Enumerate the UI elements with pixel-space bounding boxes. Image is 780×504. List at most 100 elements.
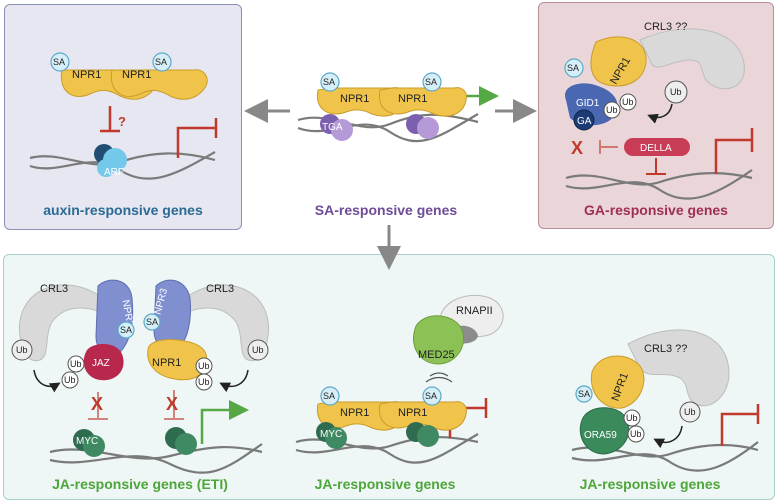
ub-protein [67, 355, 85, 373]
ub-protein [627, 425, 645, 443]
myc-label: MYC [320, 429, 342, 440]
npr1-label: NPR1 [152, 357, 181, 369]
ub-transfer-arrow [219, 369, 249, 393]
question-mark: ? [118, 114, 126, 129]
ub-label: Ub [622, 97, 634, 107]
crl3-label: CRL3 [206, 283, 234, 295]
rnapii-label: RNAPII [456, 305, 493, 317]
myc-protein [406, 422, 439, 447]
sa-label: SA [567, 63, 579, 73]
crl3-label: CRL3 [40, 283, 68, 295]
ora59-protein [579, 407, 630, 455]
med25-protein [413, 315, 464, 365]
sa-label: SA [146, 317, 158, 327]
ub-label: Ub [670, 87, 682, 97]
ga-gene-repression [714, 128, 754, 174]
della-represses-gene [646, 158, 666, 175]
ub-label: Ub [16, 345, 28, 355]
ub-protein [195, 373, 213, 391]
ub-label: Ub [198, 361, 210, 371]
caption-sa-genes: SA-responsive genes [314, 202, 458, 218]
caption-ja-eti-genes: JA-responsive genes (ETI) [52, 476, 228, 492]
caption-ja-ora-genes: JA-responsive genes [579, 476, 721, 492]
ub-label: Ub [606, 105, 618, 115]
sa-molecule [422, 72, 442, 92]
sa-molecule [320, 72, 340, 92]
myc-protein [316, 422, 347, 449]
ub-transfer-arrow [33, 369, 61, 393]
crl3-label: CRL3 ?? [644, 343, 687, 355]
signal-waves [425, 372, 453, 383]
auxin-gene-repression [176, 118, 218, 158]
ub-protein [603, 101, 621, 119]
tga-protein [406, 114, 439, 139]
dna-ga [565, 169, 753, 200]
sa-label: SA [323, 391, 335, 401]
caption-ja-med-genes: JA-responsive genes [314, 476, 456, 492]
sa-molecule [117, 321, 135, 339]
crl3-complex-left [11, 284, 114, 362]
npr1-dimer-auxin [60, 69, 208, 100]
sa-label: SA [323, 77, 335, 87]
arf-protein [94, 144, 127, 177]
npr1-label: NPR1 [398, 93, 427, 105]
tga-protein [320, 114, 353, 141]
della-protein [624, 138, 690, 156]
sa-molecule [152, 52, 172, 72]
npr1-dimer-med [316, 401, 467, 431]
sa-label: SA [120, 325, 132, 335]
npr1-ga [590, 36, 647, 87]
sa-label: SA [155, 57, 167, 67]
sa-label: SA [53, 57, 65, 67]
npr1-inhibits-arf [100, 106, 120, 133]
myc-label: MYC [76, 436, 98, 447]
npr1-inhibits-myc [164, 390, 184, 420]
ub-label: Ub [252, 345, 264, 355]
myc-protein [73, 429, 105, 457]
npr1-dimer-sa [316, 87, 467, 117]
ga-label: GA [577, 116, 592, 127]
cross-mark: X [571, 138, 583, 158]
sa-molecule [575, 385, 593, 403]
crl3-complex-ora [627, 329, 730, 423]
sa-molecule [143, 313, 161, 331]
sa-molecule [564, 58, 584, 78]
ub-label: Ub [64, 375, 76, 385]
med25-label: MED25 [418, 349, 455, 361]
sa-molecule [422, 386, 442, 406]
ora-gene-repression [720, 404, 760, 446]
npr1-label: NPR1 [398, 407, 427, 419]
sa-label: SA [425, 77, 437, 87]
jaz-label: JAZ [92, 358, 110, 369]
della-label: DELLA [640, 143, 672, 154]
npr1-ora [590, 355, 645, 409]
crl3-complex-ga [639, 28, 745, 104]
gid1-label: GID1 [576, 98, 600, 109]
npr1-label: NPR1 [340, 93, 369, 105]
npr1-label: NPR1 [72, 69, 101, 81]
caption-auxin-genes: auxin-responsive genes [43, 202, 203, 218]
ora59-label: ORA59 [584, 430, 617, 441]
auxin-panel [4, 4, 242, 230]
arf-label: ARF [104, 167, 124, 178]
crl3-complex-right [174, 284, 269, 362]
cross-mark: X [166, 394, 178, 414]
ub-protein [619, 93, 637, 111]
gid1-della-inhibition [599, 140, 618, 154]
ub-label: Ub [198, 377, 210, 387]
ub-transfer-arrow [653, 425, 683, 449]
sa-label: SA [578, 389, 590, 399]
ub-label: Ub [626, 413, 638, 423]
ub-label: Ub [70, 359, 82, 369]
eti-gene-activation [200, 400, 249, 444]
ub-protein [623, 409, 641, 427]
sa-molecule [320, 386, 340, 406]
jaz-inhibits-myc [88, 392, 108, 420]
cross-mark: X [91, 394, 103, 414]
jaz-protein [83, 344, 124, 381]
npr1-label: NPR1 [340, 407, 369, 419]
caption-ga-genes: GA-responsive genes [584, 202, 728, 218]
ub-label: Ub [630, 429, 642, 439]
ub-protein [61, 371, 79, 389]
